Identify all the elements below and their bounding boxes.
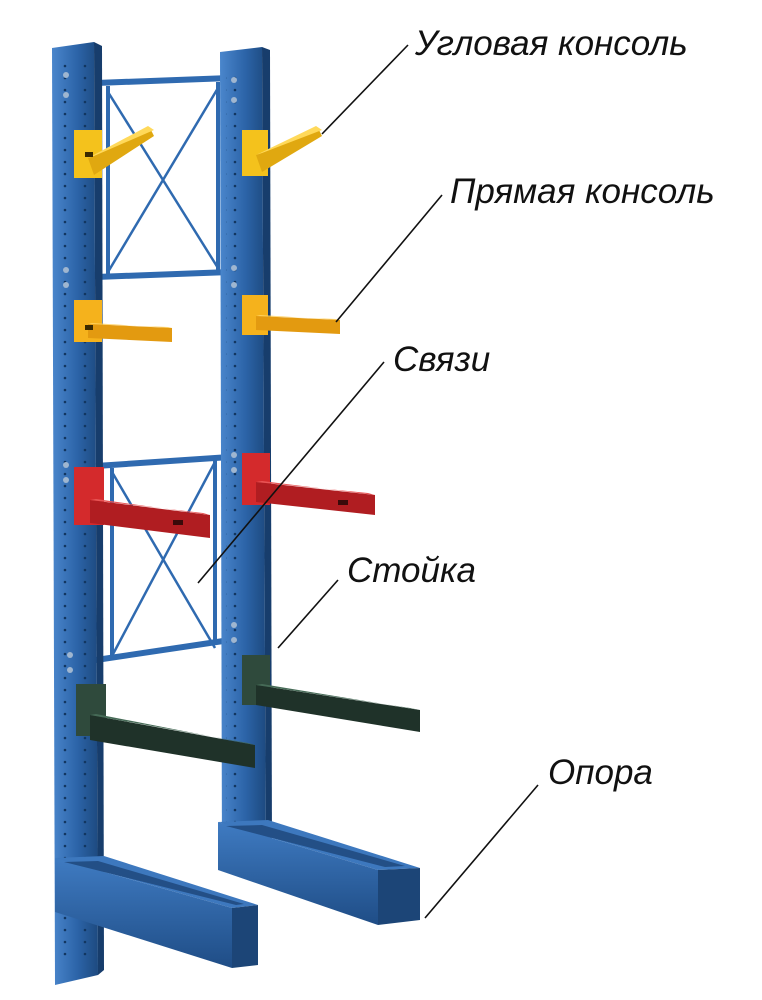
base-right xyxy=(218,820,420,925)
arm-corner-left xyxy=(74,126,154,178)
arm-straight-right xyxy=(242,295,340,335)
leader-corner-arm xyxy=(321,44,409,135)
leader-straight-arm xyxy=(335,194,443,323)
arm-red-left xyxy=(74,467,210,538)
base-left xyxy=(55,856,258,968)
leader-upright xyxy=(277,579,339,649)
leader-base xyxy=(424,784,539,919)
arm-dark-green-left xyxy=(76,684,255,768)
label-straight-arm: Прямая консоль xyxy=(450,172,715,211)
label-upright: Стойка xyxy=(347,551,476,590)
label-braces: Связи xyxy=(393,340,491,379)
arm-red-right xyxy=(242,453,375,515)
arm-straight-left xyxy=(74,300,172,342)
leader-lines xyxy=(197,44,539,919)
arm-dark-green-right xyxy=(242,655,420,732)
label-base: Опора xyxy=(548,753,653,792)
arm-corner-right xyxy=(242,126,322,176)
label-corner-arm: Угловая консоль xyxy=(415,24,688,63)
brace-frames xyxy=(95,75,231,663)
leader-braces xyxy=(197,361,385,584)
